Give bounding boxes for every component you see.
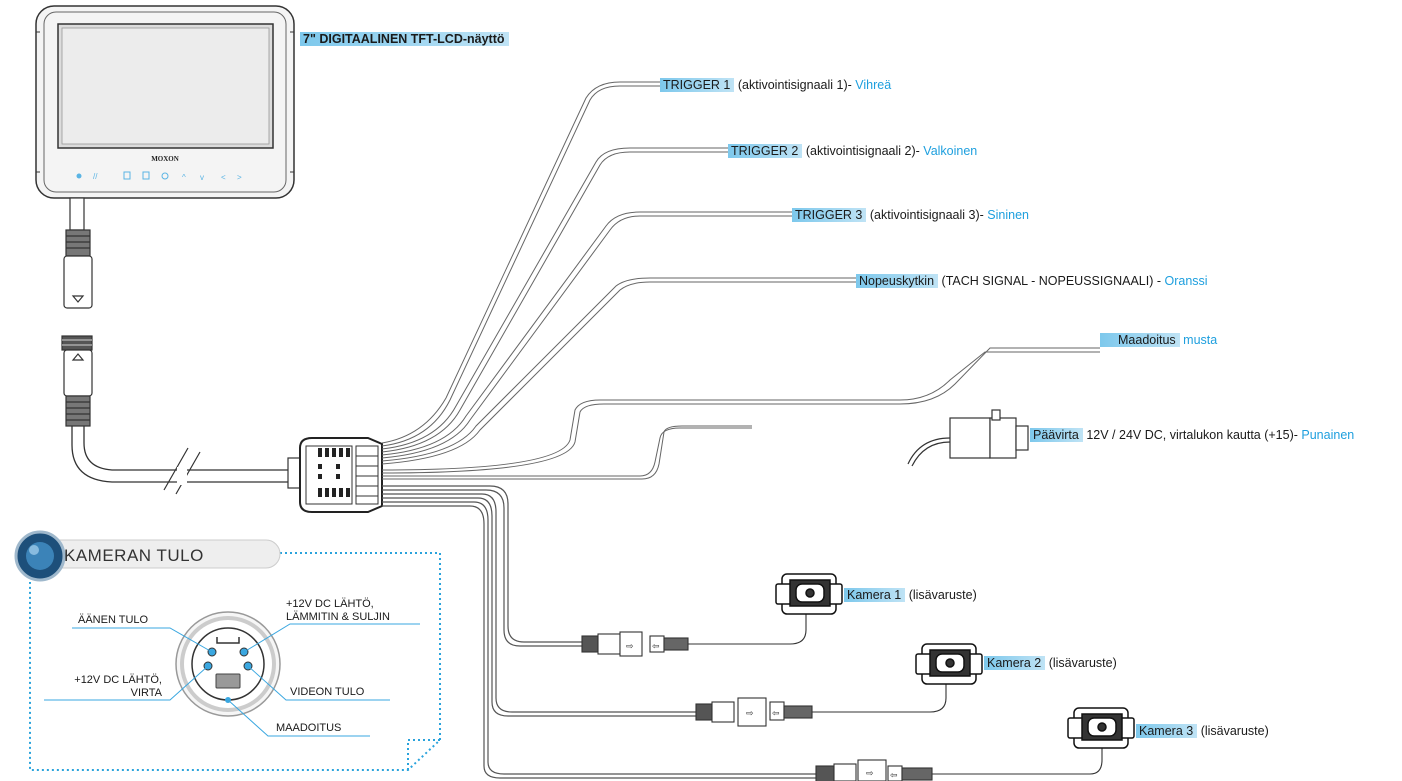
svg-text:^: ^	[182, 173, 186, 182]
camera-3	[1067, 707, 1135, 749]
camera3-main: Kamera 3	[1136, 724, 1198, 738]
camera3-label: Kamera 3 (lisävaruste)	[1132, 723, 1269, 740]
camera1-main: Kamera 1	[844, 588, 906, 602]
ground-color: musta	[1183, 333, 1218, 347]
trigger2-main: TRIGGER 2	[728, 144, 803, 158]
power-main: Päävirta	[1030, 428, 1083, 442]
speed-main: Nopeuskytkin	[856, 274, 939, 288]
speed-desc: (TACH SIGNAL - NOPEUSSIGNAALI) -	[941, 274, 1162, 288]
heater-out-line2: LÄMMITIN & SULJIN	[286, 611, 390, 623]
video-in-label: VIDEON TULO	[290, 686, 365, 698]
hub-connector	[287, 437, 383, 513]
trigger2-color: Valkoinen	[923, 144, 978, 158]
camera2-desc: (lisävaruste)	[1048, 656, 1117, 670]
svg-text:⇦: ⇦	[652, 641, 660, 651]
ground-main: Maadoitus	[1100, 333, 1180, 347]
display-label: 7" DIGITAALINEN TFT-LCD-näyttö	[296, 31, 509, 48]
power-out-line2: VIRTA	[130, 687, 162, 699]
power-color: Punainen	[1301, 428, 1355, 442]
trigger2-label: TRIGGER 2 (aktivointisignaali 2)- Valkoi…	[724, 143, 977, 160]
inset-title: KAMERAN TULO	[64, 546, 204, 565]
heater-out-line1: +12V DC LÄHTÖ,	[286, 598, 374, 610]
power-out-line1: +12V DC LÄHTÖ,	[74, 674, 162, 686]
svg-text:⇨: ⇨	[866, 768, 874, 778]
camera3-desc: (lisävaruste)	[1200, 724, 1269, 738]
camera2-label: Kamera 2 (lisävaruste)	[980, 655, 1117, 672]
trigger1-label: TRIGGER 1 (aktivointisignaali 1)- Vihreä	[656, 77, 891, 94]
trigger1-main: TRIGGER 1	[660, 78, 735, 92]
ground-label: Maadoitus musta	[1096, 332, 1217, 349]
power-plug	[907, 409, 1029, 467]
camera-2	[915, 643, 983, 685]
svg-text:⇦: ⇦	[772, 708, 780, 718]
svg-text:v: v	[200, 173, 204, 182]
ground-pin-label: MAADOITUS	[276, 722, 342, 734]
display-label-text: 7" DIGITAALINEN TFT-LCD-näyttö	[300, 32, 509, 46]
speed-color: Oranssi	[1164, 274, 1208, 288]
camera2-main: Kamera 2	[984, 656, 1046, 670]
svg-text:⇨: ⇨	[626, 641, 634, 651]
brand-logo: MOXON	[151, 155, 179, 163]
speed-label: Nopeuskytkin (TACH SIGNAL - NOPEUSSIGNAA…	[852, 273, 1208, 290]
camera1-label: Kamera 1 (lisävaruste)	[840, 587, 977, 604]
trigger3-desc: (aktivointisignaali 3)-	[869, 208, 984, 222]
svg-text:⇨: ⇨	[746, 708, 754, 718]
svg-text:>: >	[237, 173, 242, 182]
trigger1-color: Vihreä	[855, 78, 892, 92]
camera1-desc: (lisävaruste)	[908, 588, 977, 602]
trigger3-color: Sininen	[987, 208, 1029, 222]
power-out-label: +12V DC LÄHTÖ, VIRTA	[52, 674, 162, 700]
svg-text:⇦: ⇦	[890, 770, 898, 780]
monitor: MOXON // ^ v < >	[35, 5, 295, 199]
heater-out-label: +12V DC LÄHTÖ, LÄMMITIN & SULJIN	[286, 598, 390, 624]
camera-input-inset	[14, 530, 441, 771]
trigger3-label: TRIGGER 3 (aktivointisignaali 3)- Sinine…	[788, 207, 1029, 224]
svg-text:<: <	[221, 173, 226, 182]
trigger2-desc: (aktivointisignaali 2)-	[805, 144, 920, 158]
camera-1	[775, 573, 843, 615]
trigger3-main: TRIGGER 3	[792, 208, 867, 222]
power-desc: 12V / 24V DC, virtalukon kautta (+15)-	[1086, 428, 1298, 442]
svg-text://: //	[93, 172, 98, 181]
trigger1-desc: (aktivointisignaali 1)-	[737, 78, 852, 92]
audio-in-label: ÄÄNEN TULO	[78, 614, 149, 626]
power-label: Päävirta 12V / 24V DC, virtalukon kautta…	[1026, 427, 1354, 444]
